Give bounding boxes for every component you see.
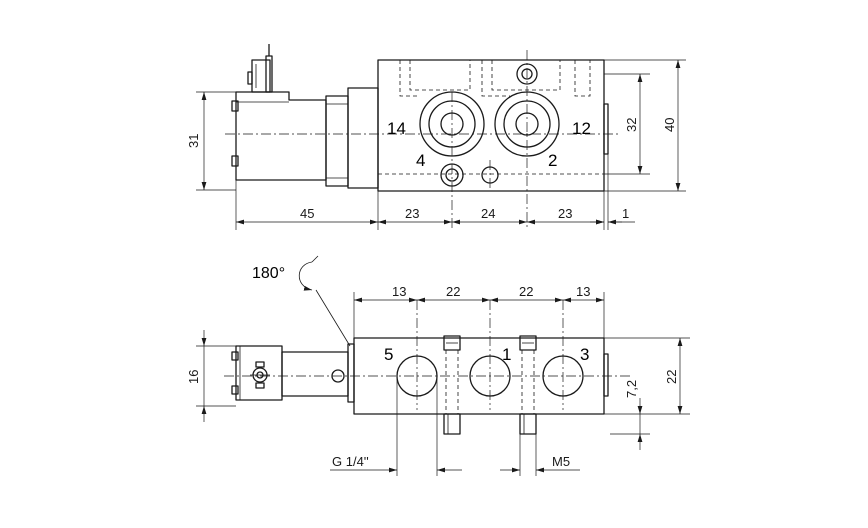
- dim-16: 16: [186, 370, 201, 384]
- port-label-1: 1: [502, 345, 511, 364]
- dim-23-left: 23: [405, 206, 419, 221]
- top-vertical-dimensions: [196, 59, 686, 192]
- port-label-3: 3: [580, 345, 589, 364]
- thread-m5: M5: [552, 454, 570, 469]
- port-label-2: 2: [548, 151, 557, 170]
- dim-13-right: 13: [576, 284, 590, 299]
- front-horizontal-dimensions: [353, 292, 605, 354]
- port-label-14: 14: [387, 119, 406, 138]
- dim-7-2: 7,2: [624, 380, 639, 398]
- dim-45: 45: [300, 206, 314, 221]
- thread-g14: G 1/4'': [332, 454, 369, 469]
- valve-body-top: [377, 59, 605, 192]
- port-label-5: 5: [384, 345, 393, 364]
- port-14-bore: [419, 91, 485, 157]
- port-label-12: 12: [572, 119, 591, 138]
- dim-22-right: 22: [519, 284, 533, 299]
- port-4-small: [440, 163, 464, 187]
- rotation-annotation: 180°: [252, 255, 351, 347]
- dim-40: 40: [662, 118, 677, 132]
- solenoid-coil: [231, 87, 379, 189]
- dim-31: 31: [186, 134, 201, 148]
- dim-22-left: 22: [446, 284, 460, 299]
- dim-1: 1: [622, 206, 629, 221]
- port-2-small: [481, 166, 499, 184]
- front-view: 5 1 3 13 22 22 13: [186, 284, 690, 476]
- port-12-bore: [494, 91, 560, 157]
- port-1-bore: [469, 355, 511, 397]
- front-vertical-dimensions: [196, 330, 690, 450]
- dim-13-left: 13: [392, 284, 406, 299]
- dim-22-vertical: 22: [664, 370, 679, 384]
- dim-23-right: 23: [558, 206, 572, 221]
- hidden-channels: [378, 60, 604, 175]
- mount-hole-top: [516, 63, 538, 85]
- mount-screw-left: [443, 335, 461, 435]
- dim-32: 32: [624, 118, 639, 132]
- connector: [247, 44, 273, 93]
- dim-24: 24: [481, 206, 495, 221]
- thread-callouts: [330, 376, 580, 476]
- port-label-4: 4: [416, 151, 425, 170]
- top-horizontal-dimensions: [235, 154, 635, 230]
- rotate-arrow-icon: [298, 261, 313, 291]
- mount-screw-right: [519, 335, 537, 435]
- top-view: 14 12 4 2 45 23 24 23 1: [186, 44, 686, 230]
- solenoid-front: [231, 343, 355, 403]
- port-3-bore: [542, 355, 584, 397]
- rotation-label: 180°: [252, 265, 285, 282]
